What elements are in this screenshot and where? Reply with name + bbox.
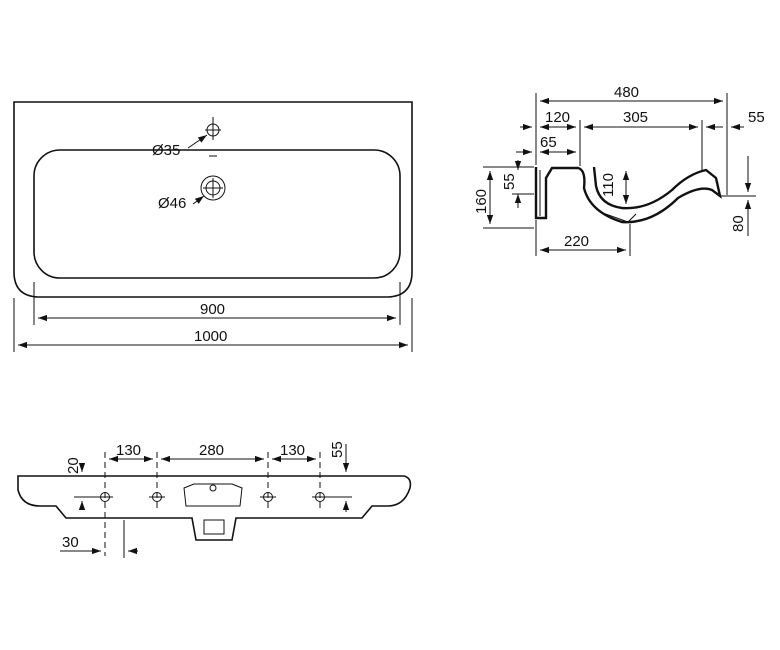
front-profile — [17, 475, 412, 541]
dim-left-height-small: 55 — [501, 173, 518, 190]
dim-left-offset: 120 — [545, 109, 570, 126]
dim-left-drop: 20 — [65, 457, 82, 474]
dim-front-height: 80 — [730, 215, 747, 232]
dim-right-rim: 55 — [748, 109, 765, 126]
dim-spacing-right: 130 — [280, 442, 305, 459]
section-profile — [534, 166, 722, 224]
dim-bowl-span: 305 — [623, 109, 648, 126]
tap-hole-icon — [205, 117, 221, 157]
dim-total-height: 160 — [473, 189, 490, 214]
dim-base-depth: 220 — [564, 233, 589, 250]
drain-hole-icon — [200, 175, 226, 201]
dim-spacing-mid: 280 — [199, 442, 224, 459]
front-view: 130 280 130 20 55 30 — [17, 441, 412, 558]
basin-outline — [13, 101, 413, 298]
dim-bottom-offset: 30 — [62, 534, 79, 551]
top-view: Ø35 Ø46 900 1000 — [13, 101, 413, 352]
dim-back-wall: 65 — [540, 134, 557, 151]
dim-total-depth: 480 — [614, 84, 639, 101]
dim-hole-large: Ø46 — [158, 195, 186, 212]
dim-bowl-depth: 110 — [600, 173, 617, 197]
dim-outer-width: 1000 — [194, 328, 227, 345]
side-section: 480 120 305 55 65 160 55 110 220 — [473, 84, 765, 256]
dim-spacing-left: 130 — [116, 442, 141, 459]
dim-hole-small: Ø35 — [152, 142, 180, 159]
dim-inner-width: 900 — [200, 301, 225, 318]
bowl-outline — [33, 149, 401, 279]
dim-right-height: 55 — [329, 441, 346, 458]
